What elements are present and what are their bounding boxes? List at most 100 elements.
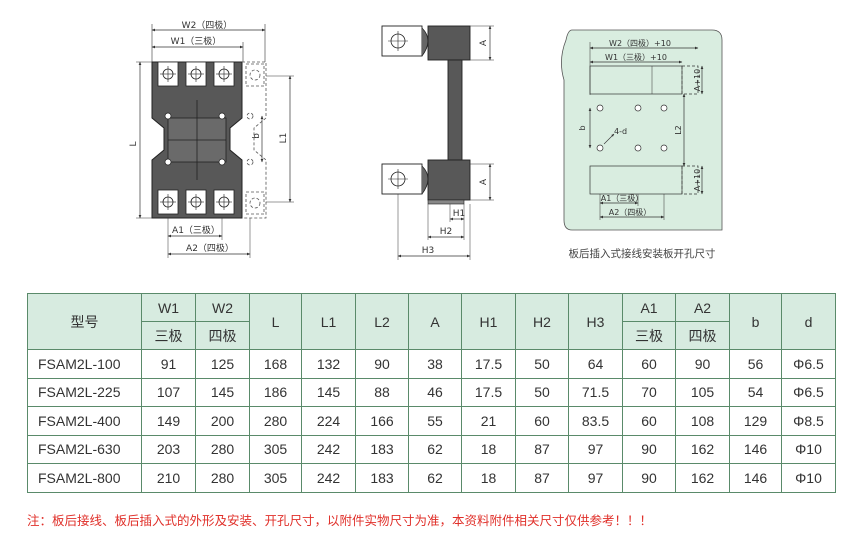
value-cell: 145 xyxy=(195,377,250,407)
value-cell: 305 xyxy=(249,434,302,464)
header-w2: W2 xyxy=(195,293,250,322)
value-cell: 56 xyxy=(729,349,782,379)
model-cell: FSAM2L-225 xyxy=(27,377,142,407)
value-cell: 162 xyxy=(675,434,730,464)
panel-dim-a2-label: A2（四极） xyxy=(609,207,652,217)
value-cell: 91 xyxy=(141,349,196,379)
header-a1-sub: 三极 xyxy=(622,321,676,350)
dim-a1-label: A1（三极） xyxy=(172,224,220,236)
model-cell: FSAM2L-800 xyxy=(27,463,142,493)
header-w2-sub: 四极 xyxy=(195,321,250,350)
front-view-drawing: W2（四极） W1（三极） xyxy=(129,19,294,258)
value-cell: Φ6.5 xyxy=(781,377,836,407)
model-cell: FSAM2L-400 xyxy=(27,406,142,436)
value-cell: 108 xyxy=(675,406,730,436)
value-cell: Φ10 xyxy=(781,434,836,464)
side-view-drawing: A A H1 H2 H3 xyxy=(381,25,494,260)
value-cell: 54 xyxy=(729,377,782,407)
technical-drawings: W2（四极） W1（三极） xyxy=(129,19,723,260)
footnote: 注：板后接线、板后插入式的外形及安装、开孔尺寸，以附件实物尺寸为准，本资料附件相… xyxy=(27,513,653,528)
dim-w1-label: W1（三极） xyxy=(171,35,222,47)
value-cell: 90 xyxy=(675,349,730,379)
value-cell: 97 xyxy=(568,434,623,464)
value-cell: 17.5 xyxy=(461,349,516,379)
value-cell: 280 xyxy=(195,463,250,493)
value-cell: 90 xyxy=(622,434,676,464)
value-cell: 105 xyxy=(675,377,730,407)
dim-h1-label: H1 xyxy=(453,209,466,219)
value-cell: 149 xyxy=(141,406,196,436)
dim-h3-label: H3 xyxy=(422,246,435,256)
table-header: 型号 W1 W2 L L1 L2 A H1 H2 H3 A1 A2 b d 三极… xyxy=(27,293,836,350)
dim-a-bottom-label: A xyxy=(479,178,489,185)
value-cell: 145 xyxy=(301,377,356,407)
value-cell: 55 xyxy=(408,406,462,436)
value-cell: 280 xyxy=(249,406,302,436)
panel-dim-w1-label: W1（三极）+10 xyxy=(605,52,667,62)
header-h1: H1 xyxy=(461,293,516,350)
value-cell: 168 xyxy=(249,349,302,379)
panel-dim-w2-label: W2（四极）+10 xyxy=(609,38,671,48)
header-w1-sub: 三极 xyxy=(141,321,196,350)
value-cell: 146 xyxy=(729,434,782,464)
header-b: b xyxy=(729,293,782,350)
value-cell: 200 xyxy=(195,406,250,436)
header-a2-sub: 四极 xyxy=(675,321,730,350)
value-cell: 166 xyxy=(355,406,409,436)
header-a1: A1 xyxy=(622,293,676,322)
value-cell: 50 xyxy=(515,349,569,379)
spec-table: 型号 W1 W2 L L1 L2 A H1 H2 H3 A1 A2 b d 三极… xyxy=(27,293,836,493)
value-cell: 210 xyxy=(141,463,196,493)
value-cell: 60 xyxy=(515,406,569,436)
panel-dim-a-top-label: A+10 xyxy=(693,69,702,91)
value-cell: Φ8.5 xyxy=(781,406,836,436)
value-cell: 129 xyxy=(729,406,782,436)
value-cell: 64 xyxy=(568,349,623,379)
value-cell: 203 xyxy=(141,434,196,464)
header-w1: W1 xyxy=(141,293,196,322)
panel-dim-a-bottom-label: A+10 xyxy=(693,169,702,191)
header-h2: H2 xyxy=(515,293,569,350)
header-l1: L1 xyxy=(301,293,356,350)
drawings-svg: W2（四极） W1（三极） xyxy=(129,19,723,260)
value-cell: 183 xyxy=(355,434,409,464)
dim-a-top-label: A xyxy=(479,39,489,46)
dim-a2-label: A2（四极） xyxy=(186,242,234,254)
value-cell: 146 xyxy=(729,463,782,493)
value-cell: 186 xyxy=(249,377,302,407)
value-cell: 46 xyxy=(408,377,462,407)
dim-w2-label: W2（四极） xyxy=(182,19,233,31)
model-cell: FSAM2L-630 xyxy=(27,434,142,464)
panel-caption: 板后插入式接线安装板开孔尺寸 xyxy=(569,247,716,260)
value-cell: Φ6.5 xyxy=(781,349,836,379)
value-cell: 224 xyxy=(301,406,356,436)
panel-dim-b-label: b xyxy=(578,125,587,130)
value-cell: 17.5 xyxy=(461,377,516,407)
value-cell: 88 xyxy=(355,377,409,407)
header-model: 型号 xyxy=(27,293,142,350)
value-cell: 90 xyxy=(622,463,676,493)
header-l2: L2 xyxy=(355,293,409,350)
value-cell: 125 xyxy=(195,349,250,379)
value-cell: 107 xyxy=(141,377,196,407)
header-l: L xyxy=(249,293,302,350)
value-cell: 280 xyxy=(195,434,250,464)
value-cell: 60 xyxy=(622,406,676,436)
value-cell: 162 xyxy=(675,463,730,493)
value-cell: Φ10 xyxy=(781,463,836,493)
header-d: d xyxy=(781,293,836,350)
value-cell: 70 xyxy=(622,377,676,407)
value-cell: 183 xyxy=(355,463,409,493)
value-cell: 38 xyxy=(408,349,462,379)
dim-h2-label: H2 xyxy=(440,227,453,237)
model-cell: FSAM2L-100 xyxy=(27,349,142,379)
value-cell: 90 xyxy=(355,349,409,379)
panel-dim-l2-label: L2 xyxy=(674,125,683,135)
value-cell: 305 xyxy=(249,463,302,493)
panel-dim-a1-label: A1（三极） xyxy=(601,193,644,203)
header-a: A xyxy=(408,293,462,350)
